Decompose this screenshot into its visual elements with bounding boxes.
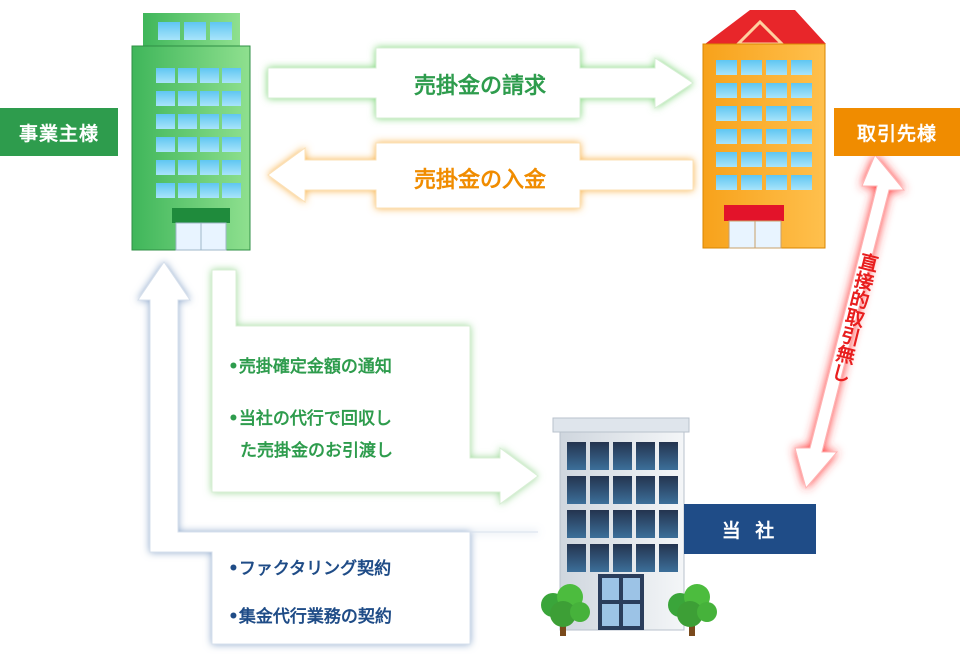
notice-item-1: •売掛確定金額の通知 xyxy=(228,357,392,377)
window xyxy=(178,68,197,83)
window xyxy=(741,60,762,75)
window xyxy=(178,183,197,198)
invoice-arrow xyxy=(267,47,694,119)
window xyxy=(716,129,737,144)
window xyxy=(766,83,787,98)
window xyxy=(222,137,241,152)
window xyxy=(716,60,737,75)
window xyxy=(200,91,219,106)
window xyxy=(156,91,175,106)
window xyxy=(766,60,787,75)
window xyxy=(178,91,197,106)
business-owner-label: 事業主様 xyxy=(0,108,118,156)
payment-flow-text: 売掛金の入金 xyxy=(413,168,546,193)
window xyxy=(766,106,787,121)
window xyxy=(791,129,812,144)
payment-arrow xyxy=(267,142,694,209)
window xyxy=(613,442,632,470)
contract-item-1: •ファクタリング契約 xyxy=(228,559,392,579)
our-company-label-text: 当 社 xyxy=(721,519,779,542)
contract-item-2: •集金代行業務の契約 xyxy=(228,607,392,627)
window xyxy=(156,114,175,129)
window xyxy=(590,510,609,538)
business-owner-label-text: 事業主様 xyxy=(18,122,99,145)
window xyxy=(222,91,241,106)
window xyxy=(567,442,586,470)
window xyxy=(636,510,655,538)
window xyxy=(156,137,175,152)
window xyxy=(766,175,787,190)
tree-icon xyxy=(541,584,590,636)
window xyxy=(222,160,241,175)
window xyxy=(716,175,737,190)
client-label: 取引先様 xyxy=(834,108,960,156)
window xyxy=(716,83,737,98)
window xyxy=(741,129,762,144)
tree-icon xyxy=(668,584,717,636)
window xyxy=(659,476,678,504)
window xyxy=(590,442,609,470)
invoice-flow-text: 売掛金の請求 xyxy=(413,74,546,99)
window xyxy=(156,160,175,175)
window xyxy=(567,476,586,504)
client-building xyxy=(702,10,826,249)
window xyxy=(791,175,812,190)
window xyxy=(741,106,762,121)
window xyxy=(178,137,197,152)
window xyxy=(200,68,219,83)
window xyxy=(156,183,175,198)
window xyxy=(613,544,632,572)
window xyxy=(636,544,655,572)
notice-item-2-line1: •当社の代行で回収し xyxy=(228,409,392,429)
window xyxy=(659,544,678,572)
client-label-text: 取引先様 xyxy=(856,122,937,145)
window xyxy=(766,152,787,167)
window xyxy=(716,152,737,167)
window xyxy=(156,68,175,83)
business-owner-building xyxy=(131,13,251,251)
no-direct-contact-arrow xyxy=(794,154,906,490)
window xyxy=(791,152,812,167)
window xyxy=(590,476,609,504)
window xyxy=(636,442,655,470)
window xyxy=(741,175,762,190)
window xyxy=(200,114,219,129)
window xyxy=(791,60,812,75)
window xyxy=(636,476,655,504)
our-company-label: 当 社 xyxy=(684,504,816,554)
window xyxy=(222,68,241,83)
notice-flow-arrow xyxy=(211,269,539,505)
window xyxy=(791,83,812,98)
window xyxy=(741,152,762,167)
window xyxy=(741,83,762,98)
window xyxy=(222,183,241,198)
window xyxy=(200,160,219,175)
contract-flow-arrow xyxy=(137,261,538,645)
window xyxy=(791,106,812,121)
window xyxy=(178,160,197,175)
window xyxy=(222,114,241,129)
window xyxy=(659,442,678,470)
notice-item-2-line2: た売掛金のお引渡し xyxy=(240,441,393,461)
window xyxy=(567,544,586,572)
window xyxy=(613,510,632,538)
window xyxy=(200,137,219,152)
window xyxy=(178,114,197,129)
window xyxy=(716,106,737,121)
window xyxy=(567,510,586,538)
window xyxy=(659,510,678,538)
window xyxy=(613,476,632,504)
window xyxy=(766,129,787,144)
window xyxy=(590,544,609,572)
window xyxy=(200,183,219,198)
